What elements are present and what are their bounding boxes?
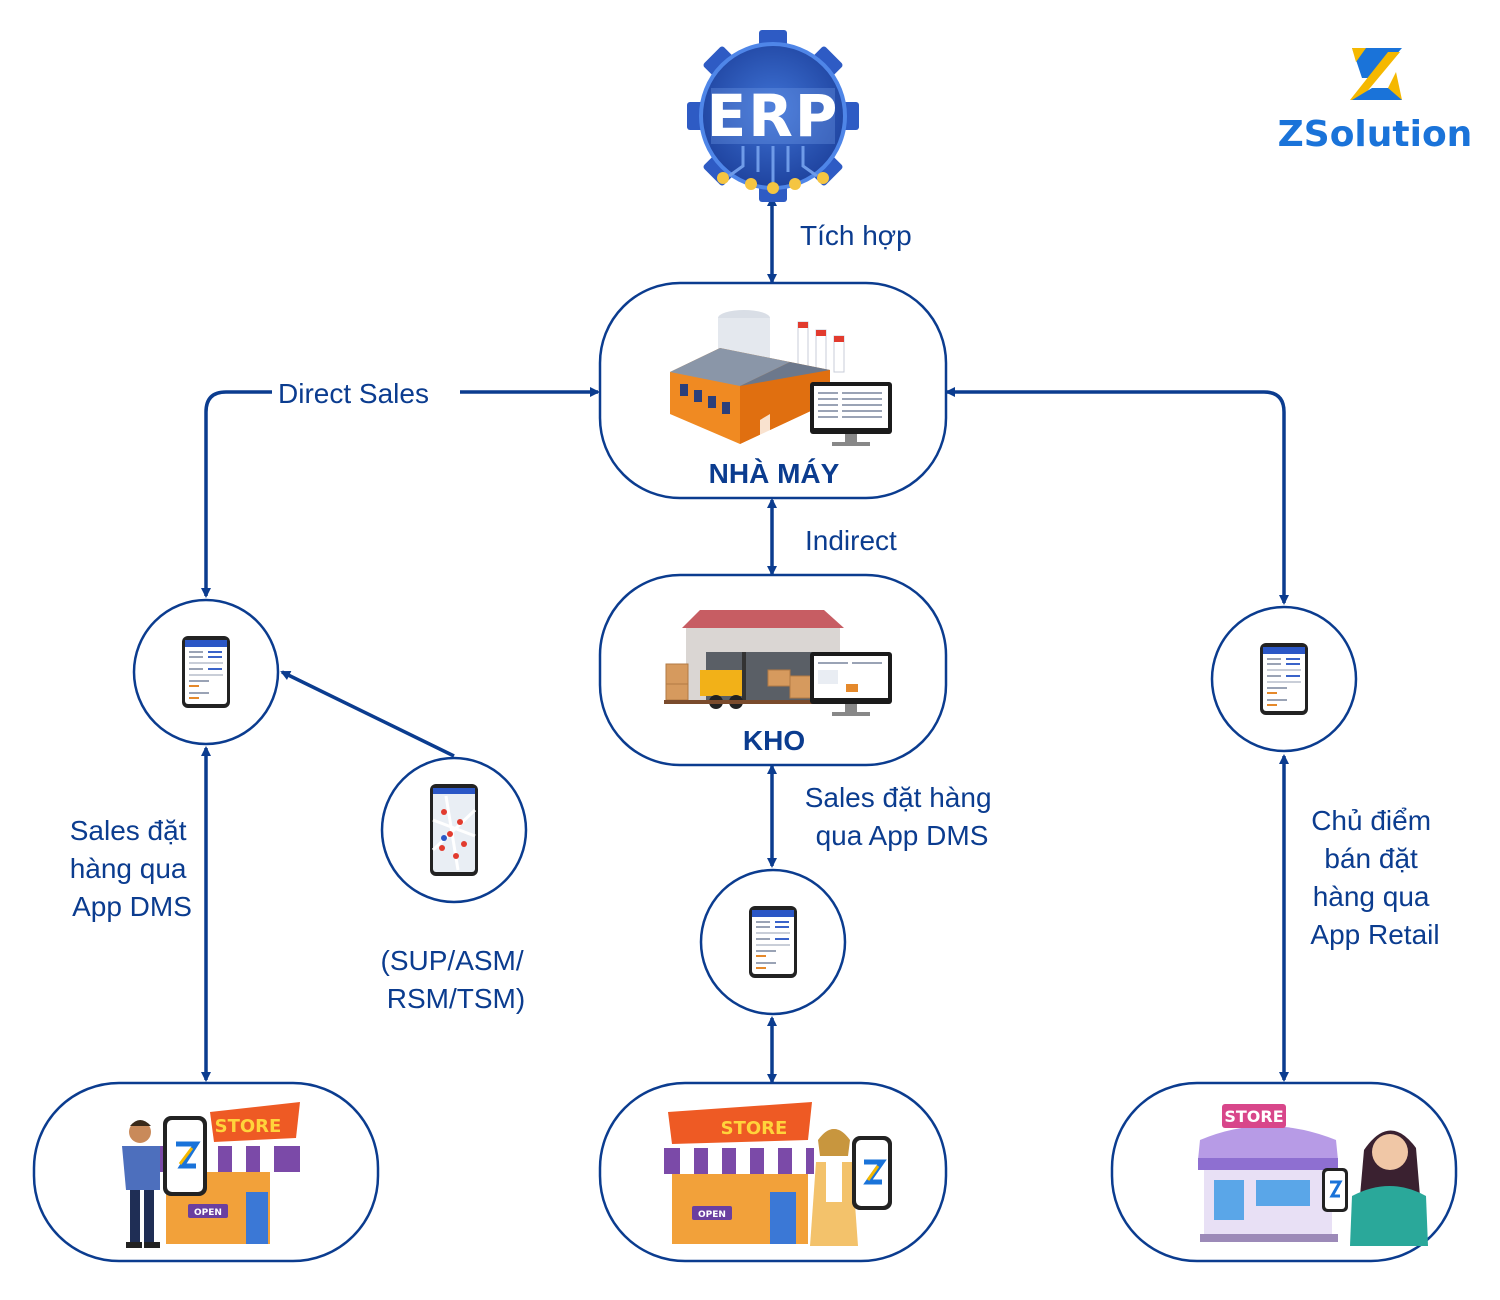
phone-icon bbox=[749, 906, 797, 978]
edge-direct-sales bbox=[201, 387, 600, 598]
woman-icon bbox=[810, 1129, 858, 1246]
map-phone-icon bbox=[430, 784, 478, 876]
storefront-icon: STORE bbox=[1198, 1104, 1338, 1242]
label-indirect: Indirect bbox=[805, 525, 897, 556]
label-retail-right: Chủ điểm bán đặt hàng qua App Retail bbox=[1310, 805, 1439, 950]
warehouse-title: KHO bbox=[743, 725, 805, 756]
zsolution-mark-icon bbox=[1350, 48, 1402, 100]
phone-icon bbox=[182, 636, 230, 708]
label-integration: Tích hợp bbox=[800, 220, 912, 251]
phone-icon bbox=[1260, 643, 1308, 715]
zsolution-phone-icon bbox=[163, 1116, 207, 1196]
factory-node: NHÀ MÁY bbox=[598, 281, 948, 500]
store-node-right: STORE bbox=[1110, 1081, 1458, 1263]
zsolution-logo: ZSolution bbox=[1278, 48, 1473, 155]
dms-app-node-left bbox=[132, 598, 280, 746]
store-node-left: STORE OPEN bbox=[32, 1081, 380, 1263]
open-sign: OPEN bbox=[194, 1208, 222, 1218]
factory-title: NHÀ MÁY bbox=[709, 458, 840, 489]
monitor-icon bbox=[810, 382, 892, 446]
open-sign: OPEN bbox=[698, 1210, 726, 1220]
store-sign: STORE bbox=[1224, 1107, 1283, 1126]
label-direct-sales: Direct Sales bbox=[278, 378, 429, 409]
retail-owner-icon bbox=[1350, 1130, 1428, 1246]
storefront-icon: STORE OPEN bbox=[160, 1102, 300, 1244]
monitor-icon bbox=[810, 652, 892, 716]
supervisor-app-node bbox=[380, 756, 528, 904]
brand-name: ZSolution bbox=[1278, 114, 1473, 155]
zsolution-phone-icon bbox=[852, 1136, 892, 1210]
label-dms-center: Sales đặt hàng qua App DMS bbox=[805, 782, 1000, 851]
label-sup-roles: (SUP/ASM/ RSM/TSM) bbox=[381, 945, 532, 1014]
retail-app-node-right bbox=[1210, 605, 1358, 753]
salesman-icon bbox=[122, 1120, 160, 1248]
erp-node: ERP bbox=[687, 30, 859, 202]
factory-icon bbox=[670, 310, 845, 444]
store-sign: STORE bbox=[215, 1116, 282, 1137]
store-node-center: STORE OPEN bbox=[598, 1081, 948, 1263]
label-dms-left: Sales đặt hàng qua App DMS bbox=[70, 815, 195, 922]
edge-sup-to-dms bbox=[280, 670, 455, 758]
edge-retail-factory bbox=[945, 387, 1289, 605]
erp-label: ERP bbox=[707, 82, 840, 150]
erp-gear-icon: ERP bbox=[687, 30, 859, 202]
storefront-icon: STORE OPEN bbox=[664, 1102, 814, 1244]
store-sign: STORE bbox=[721, 1118, 788, 1139]
connectors bbox=[201, 196, 1289, 1084]
warehouse-node: KHO bbox=[598, 573, 948, 767]
zsolution-phone-icon bbox=[1322, 1168, 1348, 1212]
dms-app-node-center bbox=[699, 868, 847, 1016]
